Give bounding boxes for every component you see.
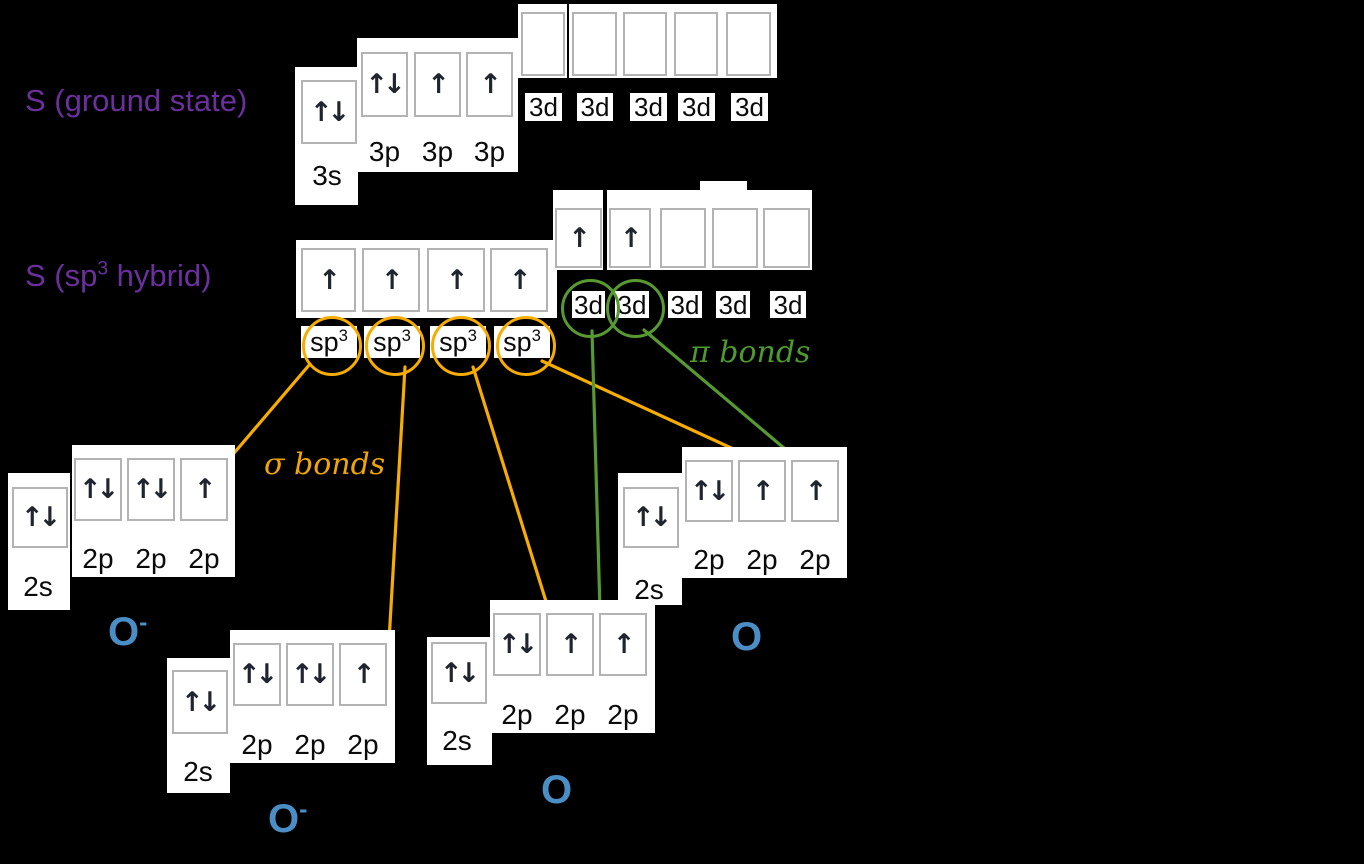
oxygen3-2p-box-3: ↑ [599,613,647,676]
oxygen4-name: O [731,617,762,657]
hybrid-3d-label-3: 3d [668,291,702,319]
pi-3d-circle-2 [606,279,665,338]
s-ground-3d-label-1: 3d [525,93,562,121]
oxygen3-2p-label-1: 2p [501,699,533,730]
s-ground-3d-label-3: 3d [630,93,667,121]
s-ground-3p-label-1: 3p [368,136,401,167]
sp3-circle-1 [302,316,362,376]
oxygen1-2s-box: ↑↓ [12,487,68,548]
s-ground-3d-box-1 [521,12,565,76]
oxygen4-2p-box-2: ↑ [738,460,786,522]
oxygen2-2p-label-2: 2p [294,729,326,760]
s-ground-3s-label: 3s [312,160,342,191]
pi-bonds-label: π bonds [690,335,811,370]
oxygen1-2p-label-2: 2p [135,543,167,574]
sp3-box-2: ↑ [362,248,420,312]
sp3-box-1: ↑ [301,248,356,312]
hybrid-3d-box-2: ↑ [609,208,651,268]
hybrid-3d-label-5: 3d [770,291,806,319]
sp3-box-3: ↑ [427,248,485,312]
oxygen4-2s-box: ↑↓ [623,487,679,548]
sp3-circle-3 [431,316,491,376]
oxygen3-name: O [541,770,572,810]
oxygen2-name-charge: - [299,796,308,824]
s-ground-3d-box-4 [674,12,718,76]
s-ground-3p-label-3: 3p [473,136,506,167]
oxygen1-2s-label: 2s [23,571,53,602]
s-ground-3d-box-3 [623,12,667,76]
s-ground-3d-label-4: 3d [678,93,715,121]
hybrid-3d-box-1: ↑ [555,208,602,268]
s-ground-3d-label-5: 3d [731,93,768,121]
oxygen1-2p-label-1: 2p [82,543,114,574]
sigma-bond-line-2 [387,365,407,643]
sigma-bond-line-4 [540,359,755,460]
oxygen2-2p-label-1: 2p [241,729,273,760]
oxygen2-2p-label-3: 2p [347,729,379,760]
oxygen2-name-symbol: O [268,797,300,841]
s-ground-3s-box: ↑↓ [301,80,357,144]
sp3-circle-4 [496,316,556,376]
oxygen4-2p-label-3: 2p [799,544,831,575]
sigma-bond-line-1 [227,362,312,461]
oxygen1-2p-box-3: ↑ [180,458,228,521]
oxygen2-name: O- [268,796,308,841]
oxygen1-name-charge: - [139,609,148,637]
s-ground-3d-box-5 [726,12,771,76]
oxygen2-2s-label: 2s [183,756,213,787]
oxygen3-2s-label: 2s [442,725,472,756]
oxygen3-2p-box-1: ↑↓ [493,613,541,676]
oxygen2-2p-box-2: ↑↓ [286,643,334,706]
oxygen3-2p-label-3: 2p [607,699,639,730]
sigma-bond-line-3 [471,365,551,613]
oxygen1-2p-box-1: ↑↓ [74,458,122,521]
s-ground-3d-box-2 [572,12,617,76]
oxygen4-2s-label: 2s [634,574,664,605]
sulfur-hybrid-title-main: S (sp [25,258,98,293]
pi-bond-line-1 [590,329,602,613]
s-ground-3p-box-2: ↑ [414,52,461,117]
oxygen1-name-symbol: O [108,610,140,654]
oxygen3-2p-label-2: 2p [554,699,586,730]
hybrid-3d-box-3 [660,208,706,268]
sulfur-hybrid-title-sup: 3 [97,258,109,280]
oxygen1-2p-box-2: ↑↓ [127,458,175,521]
oxygen4-2p-label-2: 2p [746,544,778,575]
oxygen1-2p-label-3: 2p [188,543,220,574]
sp3-circle-2 [365,316,425,376]
oxygen3-2s-box: ↑↓ [431,642,487,704]
oxygen3-2p-box-2: ↑ [546,613,594,676]
oxygen1-name: O- [108,609,148,654]
hybrid-3d-box-4 [712,208,758,268]
sigma-bonds-label: σ bonds [264,447,386,482]
oxygen4-name-symbol: O [731,615,763,659]
oxygen2-2p-box-1: ↑↓ [233,643,281,706]
s-ground-3p-box-1: ↑↓ [361,52,408,117]
oxygen4-2p-label-1: 2p [693,544,725,575]
hybrid-3d-label-4: 3d [716,291,750,319]
oxygen2-2s-box: ↑↓ [172,670,228,734]
s-ground-3d-label-2: 3d [577,93,613,121]
sp3-box-4: ↑ [490,248,548,312]
s-ground-3p-label-2: 3p [421,136,454,167]
hybrid-3d-box-5 [763,208,810,268]
oxygen4-2p-box-3: ↑ [791,460,839,522]
sulfur-hybrid-title: S (sp3 hybrid) [25,260,211,291]
oxygen3-name-symbol: O [541,768,573,812]
oxygen4-2p-box-1: ↑↓ [685,460,733,522]
sulfur-ground-state-title: S (ground state) [25,83,248,118]
sulfur-hybrid-title-rest: hybrid) [108,258,212,293]
s-ground-3p-box-3: ↑ [466,52,513,117]
oxygen2-2p-box-3: ↑ [339,643,387,706]
